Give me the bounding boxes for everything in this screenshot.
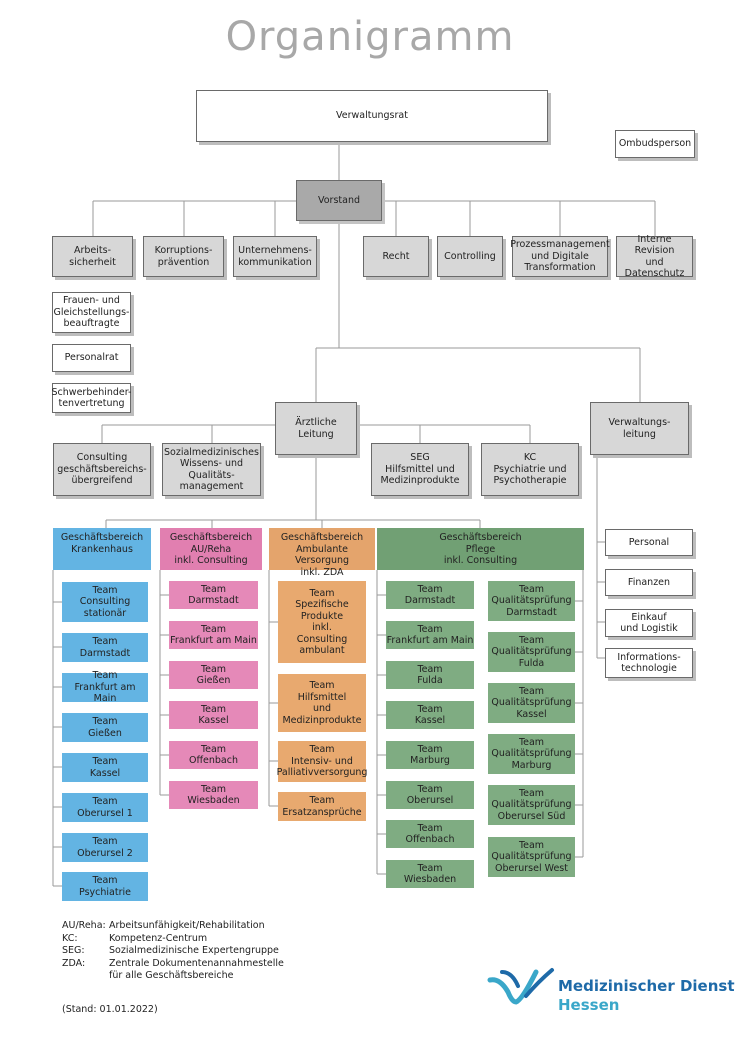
team-au-giessen: Team Gießen — [169, 661, 258, 689]
team-pfl-kassel: Team Kassel — [386, 701, 474, 729]
team-kh-psychiatrie: Team Psychiatrie — [62, 872, 148, 901]
legend-row: AU/Reha:Arbeitsunfähigkeit/Rehabilitatio… — [62, 920, 284, 933]
team-amb-intensiv: Team Intensiv- und Palliativversorgung — [277, 741, 367, 782]
gb-krankenhaus-header: Geschäftsbereich Krankenhaus — [53, 528, 151, 570]
legend-row: für alle Geschäftsbereiche — [62, 970, 284, 983]
legend-row: SEG: Sozialmedizinische Expertengruppe — [62, 945, 284, 958]
team-pfl-wiesbaden: Team Wiesbaden — [386, 860, 474, 888]
unit-sozialmed-wissen: Sozialmedizinisches Wissens- und Qualitä… — [162, 443, 261, 496]
vorstand-box: Vorstand — [296, 180, 382, 221]
team-pfl-fulda: Team Fulda — [386, 661, 474, 689]
unit-finanzen: Finanzen — [605, 569, 693, 596]
unit-recht: Recht — [363, 236, 429, 277]
team-au-offenbach: Team Offenbach — [169, 741, 258, 769]
legend-text: Sozialmedizinische Expertengruppe — [109, 945, 279, 956]
team-amb-spezifische-produkte: Team Spezifische Produkte inkl. Consulti… — [278, 581, 366, 663]
gb-aureha-header: Geschäftsbereich AU/Reha inkl. Consultin… — [160, 528, 262, 570]
logo-line2: Hessen — [558, 996, 620, 1014]
team-kh-darmstadt: Team Darmstadt — [62, 633, 148, 662]
ombudsperson-box: Ombudsperson — [615, 130, 695, 158]
legend-abbr: KC: — [62, 932, 78, 944]
team-pfl-oberursel: Team Oberursel — [386, 781, 474, 809]
unit-schwerbehindertenvertretung: Schwerbehinder- tenvertretung — [52, 383, 131, 413]
legend-row: KC: Kompetenz-Centrum — [62, 933, 284, 946]
team-pfl-qp-oberursel-west: Team Qualitätsprüfung Oberursel West — [488, 837, 575, 877]
legend-abbr: ZDA: — [62, 957, 86, 969]
verwaltungsrat-box: Verwaltungsrat — [196, 90, 548, 142]
logo-line1: Medizinischer Dienst — [558, 977, 735, 995]
team-pfl-darmstadt: Team Darmstadt — [386, 581, 474, 609]
unit-korruptionspraevention: Korruptions- prävention — [143, 236, 224, 277]
team-au-wiesbaden: Team Wiesbaden — [169, 781, 258, 809]
unit-gleichstellung: Frauen- und Gleichstellungs- beauftragte — [52, 292, 131, 333]
team-kh-kassel: Team Kassel — [62, 753, 148, 782]
legend: AU/Reha:Arbeitsunfähigkeit/Rehabilitatio… — [62, 920, 284, 983]
unit-unternehmenskommunikation: Unternehmens- kommunikation — [233, 236, 317, 277]
team-kh-consulting: Team Consulting stationär — [62, 582, 148, 622]
page-title: Organigramm — [225, 14, 515, 60]
team-pfl-qp-oberursel-sued: Team Qualitätsprüfung Oberursel Süd — [488, 785, 575, 825]
team-pfl-frankfurt: Team Frankfurt am Main — [386, 621, 474, 649]
team-pfl-marburg: Team Marburg — [386, 741, 474, 769]
team-pfl-qp-marburg: Team Qualitätsprüfung Marburg — [488, 734, 575, 774]
legend-text: für alle Geschäftsbereiche — [109, 970, 234, 981]
gb-pflege-header: Geschäftsbereich Pflege inkl. Consulting — [377, 528, 584, 570]
unit-prozessmanagement: Prozessmanagement und Digitale Transform… — [510, 236, 610, 277]
team-pfl-offenbach: Team Offenbach — [386, 820, 474, 848]
unit-informationstechnologie: Informations- technologie — [605, 648, 693, 678]
legend-abbr: SEG: — [62, 945, 85, 956]
team-au-darmstadt: Team Darmstadt — [169, 581, 258, 609]
unit-personal: Personal — [605, 529, 693, 556]
team-pfl-qp-darmstadt: Team Qualitätsprüfung Darmstadt — [488, 581, 575, 621]
unit-kc: KC Psychiatrie und Psychotherapie — [481, 443, 579, 496]
unit-einkauf-logistik: Einkauf und Logistik — [605, 609, 693, 637]
team-kh-frankfurt: Team Frankfurt am Main — [62, 670, 148, 704]
stand-date: (Stand: 01.01.2022) — [62, 1004, 158, 1015]
gb-ambulant-header: Geschäftsbereich Ambulante Versorgung in… — [269, 528, 375, 578]
unit-interne-revision: Interne Revision und Datenschutz — [616, 234, 693, 279]
unit-controlling: Controlling — [437, 236, 503, 277]
team-pfl-qp-kassel: Team Qualitätsprüfung Kassel — [488, 683, 575, 723]
aerztliche-leitung-box: Ärztliche Leitung — [275, 402, 357, 455]
team-kh-giessen: Team Gießen — [62, 713, 148, 742]
team-amb-ersatzansprueche: Team Ersatzansprüche — [278, 792, 366, 821]
legend-text: Zentrale Dokumentenannahmestelle — [109, 957, 284, 969]
legend-abbr: AU/Reha: — [62, 920, 106, 931]
team-kh-oberursel-1: Team Oberursel 1 — [62, 793, 148, 822]
team-kh-oberursel-2: Team Oberursel 2 — [62, 833, 148, 862]
unit-personalrat: Personalrat — [52, 344, 131, 372]
legend-text: Kompetenz-Centrum — [109, 932, 208, 944]
unit-seg: SEG Hilfsmittel und Medizinprodukte — [371, 443, 469, 496]
team-amb-hilfsmittel: Team Hilfsmittel und Medizinprodukte — [278, 674, 366, 732]
medizinischer-dienst-logo-icon — [487, 968, 554, 1005]
unit-arbeitssicherheit: Arbeits- sicherheit — [52, 236, 133, 277]
team-au-kassel: Team Kassel — [169, 701, 258, 729]
team-pfl-qp-fulda: Team Qualitätsprüfung Fulda — [488, 632, 575, 672]
unit-consulting-uebergreifend: Consulting geschäftsbereichs- übergreife… — [53, 443, 151, 496]
verwaltungsleitung-box: Verwaltungs- leitung — [590, 402, 689, 455]
team-au-frankfurt: Team Frankfurt am Main — [169, 621, 258, 649]
legend-row: ZDA: Zentrale Dokumentenannahmestelle — [62, 958, 284, 971]
legend-text: Arbeitsunfähigkeit/Rehabilitation — [109, 920, 265, 931]
legend-abbr — [62, 970, 109, 983]
